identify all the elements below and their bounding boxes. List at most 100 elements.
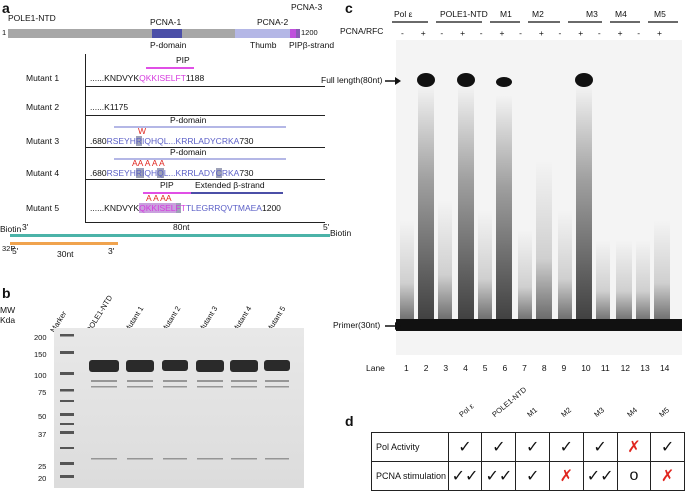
table-row: PCNA stimulation ✓✓ ✓✓ ✓ ✗ ✓✓ o ✗ xyxy=(371,461,685,491)
group-m2: M2 xyxy=(532,9,544,19)
primer-strand xyxy=(10,242,118,245)
pdomain-header-3: P-domain xyxy=(170,115,207,125)
col-m2: M2 xyxy=(559,405,573,419)
col-pole1-ntd: POLE1-NTD xyxy=(490,385,529,419)
summary-table: Pol Activity ✓ ✓ ✓ ✓ ✓ ✗ ✓ PCNA stimulat… xyxy=(371,432,685,491)
marker-150: 150 xyxy=(34,350,47,359)
mutant-4-sequence: .680RSEYHRIQHQL...KRRLADYCRKA730 xyxy=(90,168,254,178)
marker-20: 20 xyxy=(38,474,47,483)
panel-a-letter: a xyxy=(2,0,10,16)
divider xyxy=(85,222,325,223)
mutant-3-label: Mutant 3 xyxy=(26,136,60,146)
group-m4: M4 xyxy=(615,9,627,19)
col-m5: M5 xyxy=(657,405,671,419)
marker-200: 200 xyxy=(34,333,47,342)
mutant-4-label: Mutant 4 xyxy=(26,168,60,178)
full-length-arrow-icon xyxy=(385,77,401,85)
mutant-2-label: Mutant 2 xyxy=(26,102,60,112)
divider xyxy=(85,86,325,87)
group-underlines xyxy=(392,21,678,23)
group-m5: M5 xyxy=(654,9,666,19)
beta-header-5: Extended β-strand xyxy=(195,180,265,190)
table-cell: ✓✓ xyxy=(447,461,483,491)
primer-arrow-icon xyxy=(385,322,401,330)
marker-25: 25 xyxy=(38,462,47,471)
mutant-2-sequence: ......K1175 xyxy=(90,102,129,112)
beta-bar-5 xyxy=(191,192,283,194)
five-prime-top: 5' xyxy=(323,222,330,232)
table-row: Pol Activity ✓ ✓ ✓ ✓ ✓ ✗ ✓ xyxy=(371,432,685,462)
thumb-label: Thumb xyxy=(250,40,277,50)
pdomain-bar-3 xyxy=(114,126,286,128)
mw-label: MW xyxy=(0,305,16,315)
protein-start: 1 xyxy=(2,28,7,37)
row-label: Pol Activity xyxy=(371,432,449,462)
table-cell: ✓ xyxy=(582,432,618,462)
length-80: 80nt xyxy=(173,222,190,232)
biotin-left: Biotin xyxy=(0,224,22,234)
mutation-marks-5: A A AA xyxy=(146,193,172,203)
pcna1-label: PCNA-1 xyxy=(150,17,182,27)
mutant-box-vline xyxy=(85,54,86,222)
beta-strand-box xyxy=(296,29,300,38)
table-cell: ✓ xyxy=(549,432,584,462)
pip-bar-5 xyxy=(143,192,191,194)
mutant-3-sequence: .680RSEYHRIQHQL...KRRLADYCRKA730 xyxy=(90,136,254,146)
col-m3: M3 xyxy=(592,405,606,419)
table-cell: ✓ xyxy=(515,432,550,462)
divider xyxy=(85,179,325,180)
pcna1-domain xyxy=(152,29,182,38)
panel-c-letter: c xyxy=(345,0,353,16)
pdomain-label: P-domain xyxy=(150,40,187,50)
table-cell: ✓ xyxy=(481,432,517,462)
table-cell: ✗ xyxy=(616,432,652,462)
group-pol-e: Pol ε xyxy=(394,9,413,19)
kda-label: Kda xyxy=(0,315,16,325)
col-pol-e: Pol ε xyxy=(457,401,476,419)
mutant-1-label: Mutant 1 xyxy=(26,73,60,83)
primer-extension-gel xyxy=(396,40,682,355)
group-m3: M3 xyxy=(586,9,598,19)
divider xyxy=(85,115,325,116)
panel-b-letter: b xyxy=(2,285,11,301)
label-32p: 32P xyxy=(2,244,16,253)
mutant-5-sequence: ......KNDVYKQKKISELFTTLEGRRQVTMAEA1200 xyxy=(90,203,281,213)
lane-label: Lane xyxy=(366,363,385,373)
mutation-marks-3: W xyxy=(138,126,147,136)
table-cell: ✗ xyxy=(650,461,685,491)
row-label: PCNA stimulation xyxy=(371,461,449,491)
marker-75: 75 xyxy=(38,388,47,397)
three-prime-top: 3' xyxy=(22,222,29,232)
table-cell: o xyxy=(616,461,652,491)
pcna-rfc-label: PCNA/RFC xyxy=(340,26,384,36)
col-m1: M1 xyxy=(525,405,539,419)
table-cell: ✓ xyxy=(447,432,483,462)
marker-100: 100 xyxy=(34,371,47,380)
pip-box xyxy=(290,29,296,38)
primer-label: Primer(30nt) xyxy=(333,320,381,330)
pcna3-label: PCNA-3 xyxy=(291,2,323,12)
marker-37: 37 xyxy=(38,430,47,439)
mutant-1-sequence: ......KNDVYKQKKISELFT1188 xyxy=(90,73,205,83)
table-cell: ✓✓ xyxy=(481,461,517,491)
marker-50: 50 xyxy=(38,412,47,421)
pdomain-header-4: P-domain xyxy=(170,147,207,157)
full-length-label: Full length(80nt) xyxy=(321,75,383,85)
table-cell: ✓✓ xyxy=(582,461,618,491)
pdomain-bar-4 xyxy=(114,158,286,160)
mutation-marks-4: AA A A A xyxy=(132,158,165,168)
pip-beta-label: PIPβ-strand xyxy=(289,40,335,50)
table-cell: ✓ xyxy=(515,461,550,491)
length-30: 30nt xyxy=(57,249,74,259)
sds-page-gel xyxy=(54,328,304,488)
template-strand xyxy=(10,234,330,237)
five-prime-bottom: 5' xyxy=(12,246,19,256)
biotin-right: Biotin xyxy=(330,228,352,238)
table-cell: ✗ xyxy=(549,461,584,491)
pip-header-5: PIP xyxy=(160,180,174,190)
col-m4: M4 xyxy=(625,405,639,419)
three-prime-bottom: 3' xyxy=(108,246,115,256)
divider xyxy=(85,147,325,148)
protein-end: 1200 xyxy=(301,28,318,37)
